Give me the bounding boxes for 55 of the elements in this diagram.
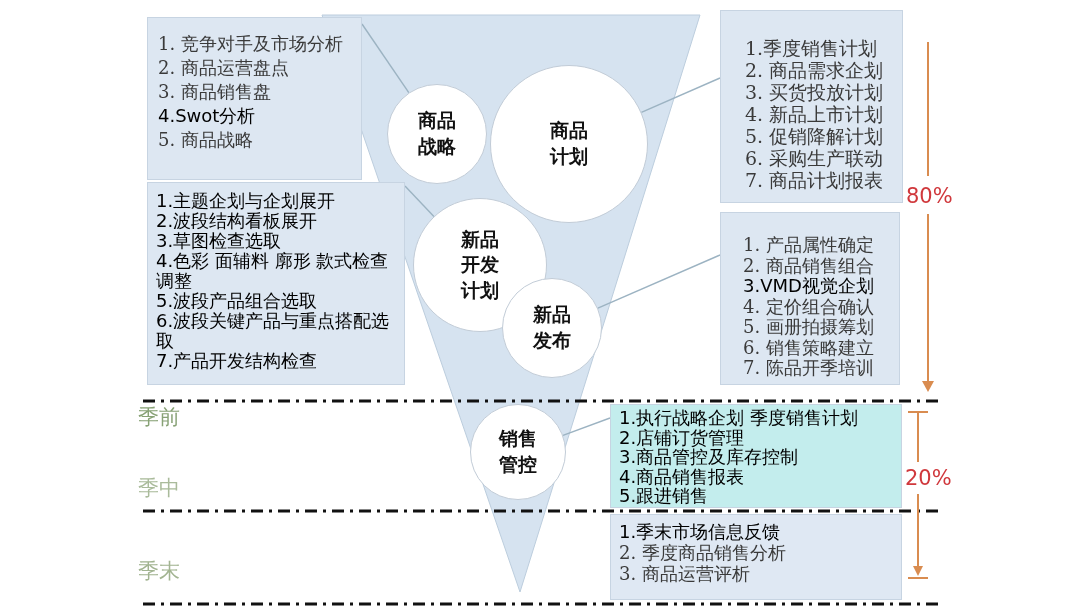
list-item: 2. 商品运营盘点 [158, 56, 289, 80]
list-item: 1. 产品属性确定 [743, 235, 874, 256]
list-item: 1.主题企划与企划展开 [156, 191, 336, 211]
list-item: 5. 画册拍摄筹划 [743, 317, 874, 338]
info-panel [147, 17, 362, 180]
list-item: 7. 陈品开季培训 [743, 358, 874, 379]
list-item: 4. 定价组合确认 [743, 296, 874, 317]
season-label: 季中 [138, 476, 180, 501]
list-item: 2. 商品销售组合 [743, 255, 874, 276]
season-label: 季前 [138, 405, 180, 430]
info-panel [720, 10, 903, 203]
info-panel [610, 404, 902, 508]
leader-line [640, 77, 721, 114]
list-item: 4. 新品上市计划 [745, 103, 884, 125]
info-panel [720, 212, 900, 385]
list-item: 2.波段结构看板展开 [156, 211, 318, 231]
info-panel [610, 514, 902, 600]
list-item: 6.波段关键产品与重点搭配选取 [156, 311, 391, 351]
list-item: 5. 商品战略 [158, 128, 253, 152]
stage-label: 商品战略 [417, 108, 457, 159]
stage-label: 销售管控 [497, 426, 538, 477]
list-item: 3.草图检查选取 [156, 231, 282, 251]
list-item: 4.色彩 面辅料 廓形 款式检查调整 [156, 251, 390, 291]
list-item: 3. 商品销售盘 [158, 80, 271, 104]
list-item: 7. 商品计划报表 [745, 169, 884, 191]
list-item: 2. 商品需求企划 [745, 59, 884, 81]
info-panel [147, 182, 405, 385]
list-item: 1. 竞争对手及市场分析 [158, 32, 343, 56]
percentage-label: 20% [905, 466, 952, 491]
list-item: 1.季度销售计划 [745, 37, 878, 59]
stage-label: 新品开发计划 [459, 226, 500, 303]
season-label: 季末 [138, 559, 180, 584]
list-item: 2. 季度商品销售分析 [619, 542, 786, 563]
list-item: 6. 采购生产联动 [745, 147, 884, 169]
list-item: 1.季末市场信息反馈 [619, 521, 781, 542]
leader-line [597, 254, 721, 309]
leader-line [404, 185, 435, 218]
list-item: 3. 买货投放计划 [745, 81, 884, 103]
leader-line [562, 417, 611, 437]
stage-label: 新品发布 [532, 302, 572, 353]
leader-line [361, 23, 410, 94]
list-item: 1.执行战略企划 季度销售计划 [619, 408, 858, 428]
list-item: 3.VMD视觉企划 [743, 276, 874, 297]
percentage-label: 80% [906, 184, 953, 209]
list-item: 4.商品销售报表 [619, 466, 745, 486]
list-item: 2.店铺订货管理 [619, 427, 745, 447]
list-item: 5.波段产品组合选取 [156, 291, 318, 311]
list-item: 3. 商品运营评析 [619, 563, 750, 584]
list-item: 6. 销售策略建立 [743, 337, 874, 358]
list-item: 4.Swot分析 [158, 104, 256, 128]
list-item: 3.商品管控及库存控制 [619, 447, 799, 467]
list-item: 7.产品开发结构检查 [156, 351, 318, 371]
list-item: 5. 促销降解计划 [745, 125, 884, 147]
list-item: 5.跟进销售 [619, 486, 709, 506]
stage-label: 商品计划 [548, 118, 589, 169]
